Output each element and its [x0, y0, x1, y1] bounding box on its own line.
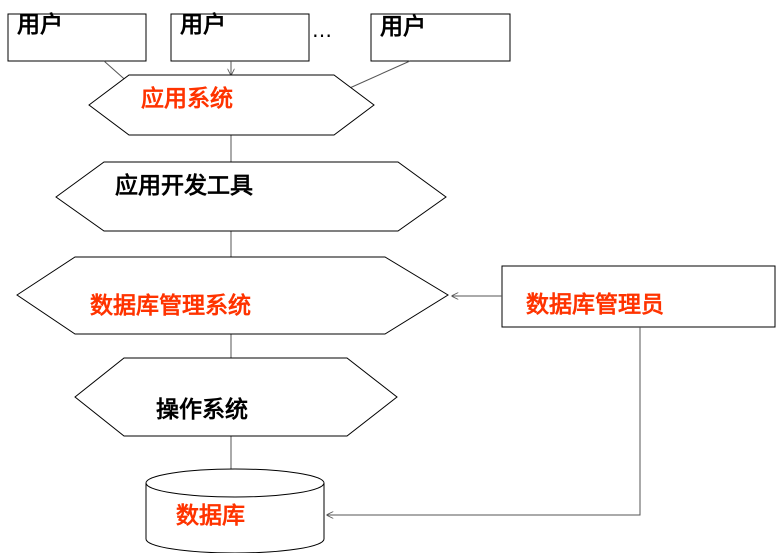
- os-hexagon: [74, 357, 398, 437]
- dba-label: 数据库管理员: [526, 292, 664, 318]
- database-label: 数据库: [176, 503, 245, 529]
- dbms-hexagon: [16, 256, 449, 335]
- dbms-label: 数据库管理系统: [90, 293, 251, 319]
- os-label: 操作系统: [156, 397, 248, 423]
- user-box-2: [170, 13, 310, 62]
- application-system-hexagon: [88, 74, 375, 136]
- dba-box: [501, 265, 776, 328]
- user-box-3: [370, 13, 511, 62]
- user-label-3: 用户: [380, 14, 426, 40]
- dba-to-database-arrow: [327, 327, 641, 515]
- dev-tools-hexagon: [55, 161, 447, 232]
- dev-tools-label: 应用开发工具: [115, 173, 253, 199]
- application-system-label: 应用系统: [141, 86, 233, 112]
- database-cylinder-top: [145, 468, 325, 498]
- user3-to-app-arrow: [343, 60, 411, 91]
- user-label-2: 用户: [180, 12, 226, 38]
- database-cylinder-body: [145, 483, 325, 553]
- users-ellipsis: …: [312, 18, 332, 42]
- user-box-1: [7, 13, 147, 62]
- user-label-1: 用户: [17, 12, 63, 38]
